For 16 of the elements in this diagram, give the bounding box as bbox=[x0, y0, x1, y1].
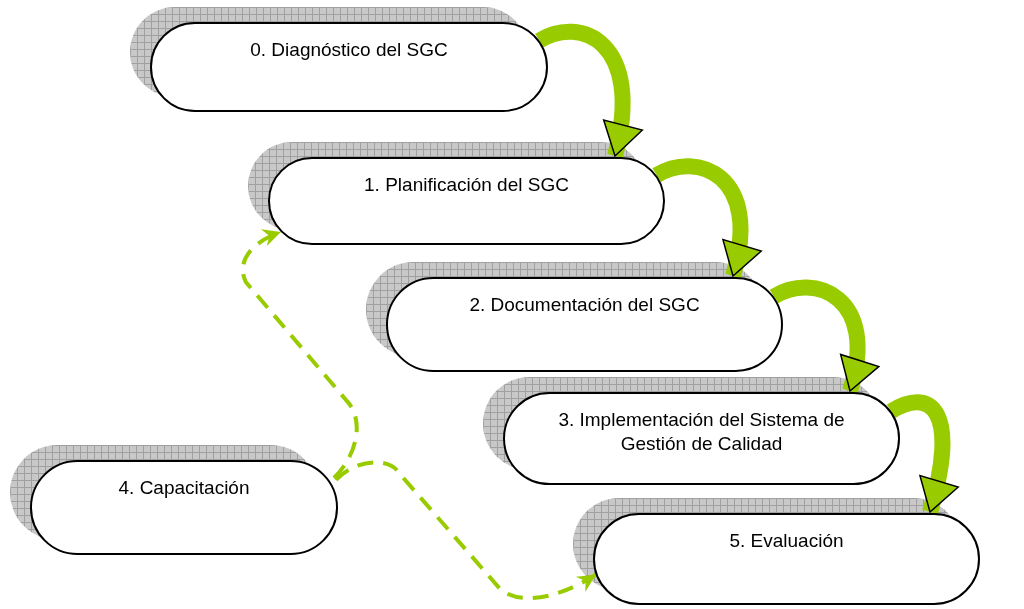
step-label: 5. Evaluación bbox=[729, 529, 844, 553]
step-label: 1. Planificación del SGC bbox=[364, 173, 569, 197]
step-label: 2. Documentación del SGC bbox=[469, 293, 700, 317]
dashed-arrow bbox=[334, 460, 597, 601]
process-pill bbox=[386, 277, 783, 372]
curved-arrow bbox=[887, 394, 959, 515]
curved-arrow bbox=[770, 279, 878, 393]
process-pill bbox=[30, 460, 338, 555]
process-pill bbox=[593, 513, 980, 605]
step-label: 0. Diagnóstico del SGC bbox=[250, 38, 448, 62]
dashed-arrow bbox=[240, 230, 359, 480]
process-pill bbox=[503, 392, 900, 485]
process-pill bbox=[150, 22, 548, 112]
process-pill bbox=[268, 157, 665, 245]
step-label: 3. Implementación del Sistema de Gestión de Calidad bbox=[557, 408, 846, 456]
step-label: 4. Capacitación bbox=[118, 476, 250, 500]
